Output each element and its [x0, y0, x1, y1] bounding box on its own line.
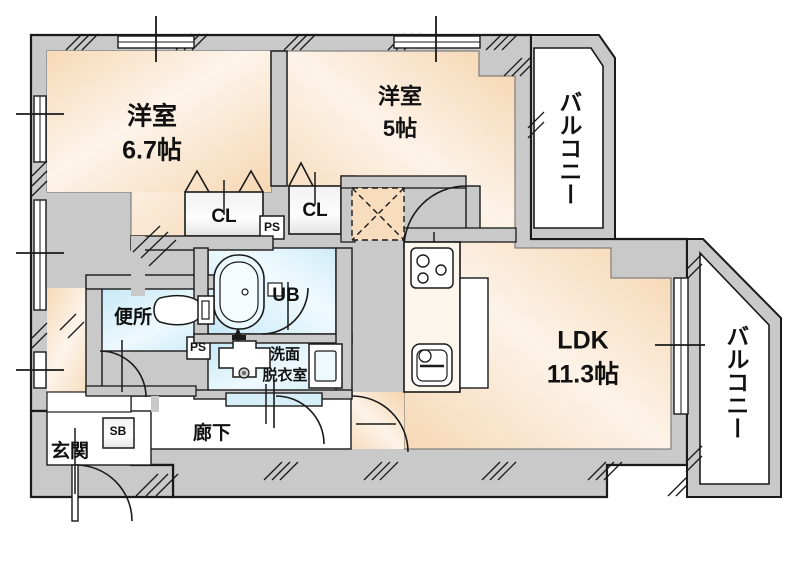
hall-and-entry-floors: [46, 391, 352, 466]
label-washroom-line2: 脱衣室: [262, 366, 307, 384]
label-bedroom1-line2: 6.7帖: [122, 137, 182, 165]
gas-stove-3-burner: [410, 247, 454, 289]
hatch-bottom-2: [263, 461, 299, 481]
hatch-top-3: [283, 33, 317, 51]
hatch-bottom-1: [135, 473, 179, 497]
label-shoebox: SB: [110, 424, 127, 438]
kitchen-side-panel: [459, 277, 489, 389]
folding-door-marker: [288, 161, 314, 187]
storage-labels: CL CL SB PS PS: [110, 200, 328, 438]
bath-door-arc[interactable]: [261, 287, 309, 335]
label-toilet: 便所: [114, 306, 152, 328]
label-washroom-line1: 洗面: [270, 345, 300, 363]
wall-left-of-toilet: [85, 287, 103, 395]
label-balcony-top: バルコニー: [556, 91, 582, 206]
wall-hall-corner: [131, 236, 145, 296]
balcony-labels: バルコニー バルコニー: [556, 91, 749, 440]
label-closet1: CL: [211, 206, 237, 227]
closets: [102, 161, 342, 449]
hatch-bottom-3: [363, 461, 399, 481]
balconies: [527, 34, 782, 498]
label-bedroom2-line2: 5帖: [383, 116, 417, 141]
doors: [71, 185, 467, 522]
label-closet2: CL: [302, 200, 328, 221]
hatch-bottom-4: [481, 461, 517, 481]
bathtub: [213, 254, 265, 341]
toilet-fixture: [153, 295, 215, 326]
wash-basin: [308, 343, 343, 389]
label-entrance: 玄関: [51, 439, 89, 462]
washroom-door-arc[interactable]: [275, 395, 325, 445]
toilet-door-arc[interactable]: [99, 350, 147, 398]
label-pipespace-1: PS: [264, 220, 280, 234]
label-ldk-line1: LDK: [557, 327, 608, 355]
hatch-left-2: [31, 322, 48, 349]
bath-shelf: [267, 282, 283, 297]
folding-door-marker: [184, 169, 210, 193]
hall-to-ldk-door-arc[interactable]: [351, 395, 409, 453]
windows: [16, 16, 705, 428]
label-pipespace-2: PS: [190, 340, 206, 354]
hatch-top-1: [65, 33, 99, 51]
hatch-left-1: [31, 160, 48, 197]
bedroom2-door-arc[interactable]: [403, 185, 467, 249]
label-unitbath: UB: [272, 285, 299, 306]
balcony-top-floor: [533, 47, 604, 229]
interior-walls: [85, 50, 517, 412]
wall-storage-top: [340, 175, 467, 189]
label-bedroom2-line1: 洋室: [378, 84, 422, 109]
wall-bath-washroom: [193, 333, 353, 344]
label-ldk-line2: 11.3帖: [547, 361, 619, 389]
folding-door-marker: [238, 169, 264, 193]
label-bedroom1-line1: 洋室: [127, 102, 177, 131]
wall-between-bedrooms: [270, 50, 288, 187]
label-hallway: 廊下: [193, 421, 231, 444]
wall-below-toilet: [85, 385, 197, 397]
overhead-cabinet: [351, 187, 405, 241]
wall-kitchen-top: [403, 227, 517, 243]
fixtures: [153, 187, 489, 393]
kitchen-sink: [411, 343, 453, 387]
room-labels: 洋室 6.7帖 洋室 5帖 LDK 11.3帖 便所 UB 洗面 脱衣室 廊下 …: [51, 84, 619, 462]
hatch-top-5: [485, 33, 519, 51]
washing-machine-pan: [218, 340, 271, 379]
shoe-box[interactable]: [102, 417, 135, 449]
hatch-balcony-top: [527, 111, 545, 139]
hatch-entry-diagonal: [59, 313, 85, 339]
wall-entry-jamb: [151, 396, 159, 412]
balcony-right-floor: [699, 251, 770, 485]
hatch-bottom-5: [587, 461, 623, 481]
entrance-door-arc[interactable]: [75, 464, 133, 522]
wall-left-of-bath: [193, 247, 209, 342]
label-balcony-right: バルコニー: [723, 325, 749, 440]
hatch-hall-diagonal: [132, 225, 177, 267]
wall-hatching: [31, 33, 697, 497]
